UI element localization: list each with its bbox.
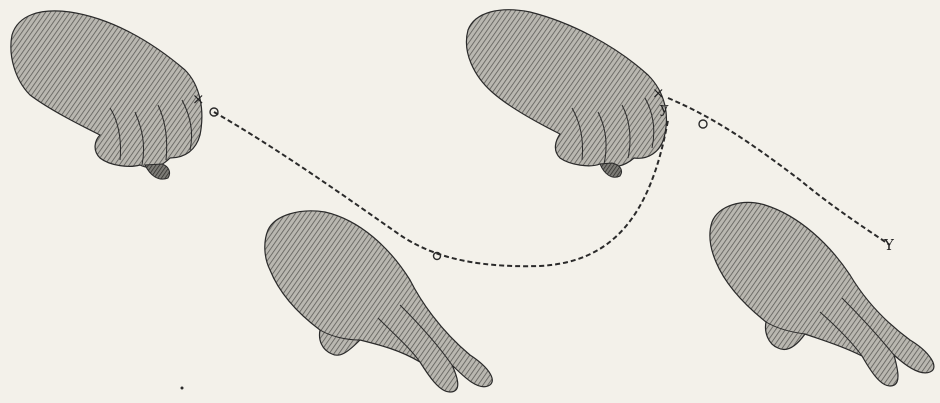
right-path-point-mid (699, 120, 707, 128)
right-mid-mark: y (659, 99, 669, 117)
right-pointing-hand (710, 202, 934, 386)
right-end-mark: Y (883, 236, 895, 254)
stray-dot (181, 387, 184, 390)
left-fist-hand (11, 11, 202, 179)
left-pointing-hand (265, 211, 493, 392)
right-fist-hand (466, 10, 666, 178)
left-start-mark: × (192, 90, 205, 108)
